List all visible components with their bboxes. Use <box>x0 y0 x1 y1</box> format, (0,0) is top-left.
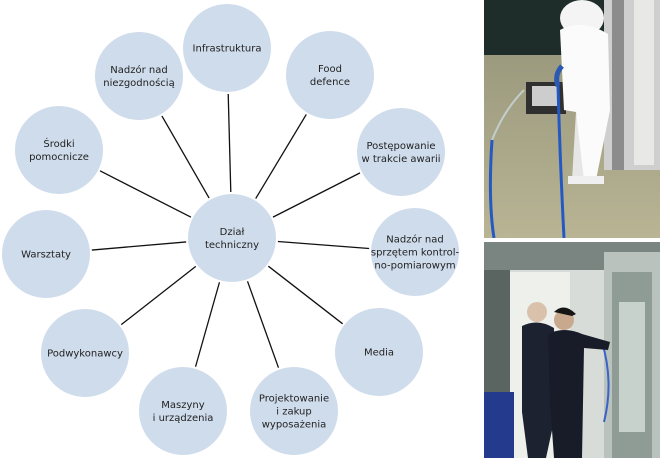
node-warsztaty: Warsztaty <box>2 210 90 298</box>
center-node-circle <box>188 194 276 282</box>
connector-podwykonawcy <box>120 265 197 326</box>
connector-nadzor-sprzet <box>277 240 370 250</box>
node-projektowanie-label-line: i zakup <box>276 407 312 418</box>
node-media: Media <box>335 308 423 396</box>
node-media-label-line: Media <box>364 348 394 359</box>
node-nadzor-niezgodnosci-label-line: Nadzór nad <box>110 64 167 76</box>
node-food-defence: Food defence <box>286 31 374 119</box>
node-warsztaty-label-line: Warsztaty <box>21 250 71 261</box>
node-podwykonawcy-label-line: Podwykonawcy <box>47 349 123 360</box>
node-projektowanie-circle <box>250 367 338 455</box>
node-food-defence-label-line: Food <box>318 64 342 75</box>
node-media-circle <box>335 308 423 396</box>
node-warsztaty-circle <box>2 210 90 298</box>
connector-maszyny <box>194 282 221 367</box>
connector-food-defence <box>255 114 307 199</box>
center-node: Dział techniczny <box>188 194 276 282</box>
center-node-label-line: Dział <box>220 227 245 238</box>
connector-postepowanie <box>272 172 361 218</box>
node-srodki: Środki pomocnicze <box>15 106 103 194</box>
node-nadzor-sprzet-label-line: sprzętem kontrol- <box>371 248 460 259</box>
two-workers-at-machine-photo <box>484 242 660 458</box>
node-srodki-circle <box>15 106 103 194</box>
node-maszyny-label-line: Maszyny <box>161 400 204 411</box>
node-srodki-label-line: pomocnicze <box>29 152 89 163</box>
node-postepowanie-label-line: w trakcie awarii <box>361 154 440 165</box>
node-maszyny: Maszyny i urządzenia <box>139 367 227 455</box>
connector-warsztaty <box>91 241 187 251</box>
connector-infrastruktura <box>227 93 232 193</box>
node-nadzor-sprzet-label-line: Nadzór nad <box>386 234 443 246</box>
node-infrastruktura-label-line: Infrastruktura <box>193 44 262 55</box>
node-nadzor-sprzet: Nadzór nad sprzętem kontrol-no-pomiarowym <box>371 208 460 296</box>
node-projektowanie-label-line: Projektowanie <box>259 394 329 405</box>
node-maszyny-label-line: i urządzenia <box>153 413 214 424</box>
node-srodki-label-line: Środki <box>43 137 74 150</box>
connector-srodki <box>99 170 192 218</box>
node-food-defence-circle <box>286 31 374 119</box>
node-maszyny-circle <box>139 367 227 455</box>
node-podwykonawcy: Podwykonawcy <box>41 309 129 397</box>
node-postepowanie-circle <box>357 108 445 196</box>
node-projektowanie: Projektowanie i zakup wyposażenia <box>250 367 338 455</box>
connector-nadzor-niezgodnosci <box>161 115 210 199</box>
node-projektowanie-label-line: wyposażenia <box>262 420 327 431</box>
node-nadzor-sprzet-label-line: no-pomiarowym <box>374 261 455 272</box>
node-nadzor-niezgodnosci-label-line: niezgodnością <box>103 77 174 89</box>
node-postepowanie-label-line: Postępowanie <box>366 141 435 152</box>
connector-projektowanie <box>246 281 280 368</box>
node-food-defence-label-line: defence <box>310 77 350 88</box>
node-nadzor-sprzet-circle <box>371 208 459 296</box>
node-infrastruktura-circle <box>183 4 271 92</box>
connector-media <box>267 265 344 325</box>
node-postepowanie: Postępowanie w trakcie awarii <box>357 108 445 196</box>
node-nadzor-niezgodnosci-circle <box>95 32 183 120</box>
center-node-label-line: techniczny <box>205 240 259 251</box>
connector-lines <box>91 93 370 368</box>
node-podwykonawcy-circle <box>41 309 129 397</box>
node-infrastruktura: Infrastruktura <box>183 4 271 92</box>
worker-cleaning-floor-photo <box>484 0 660 238</box>
